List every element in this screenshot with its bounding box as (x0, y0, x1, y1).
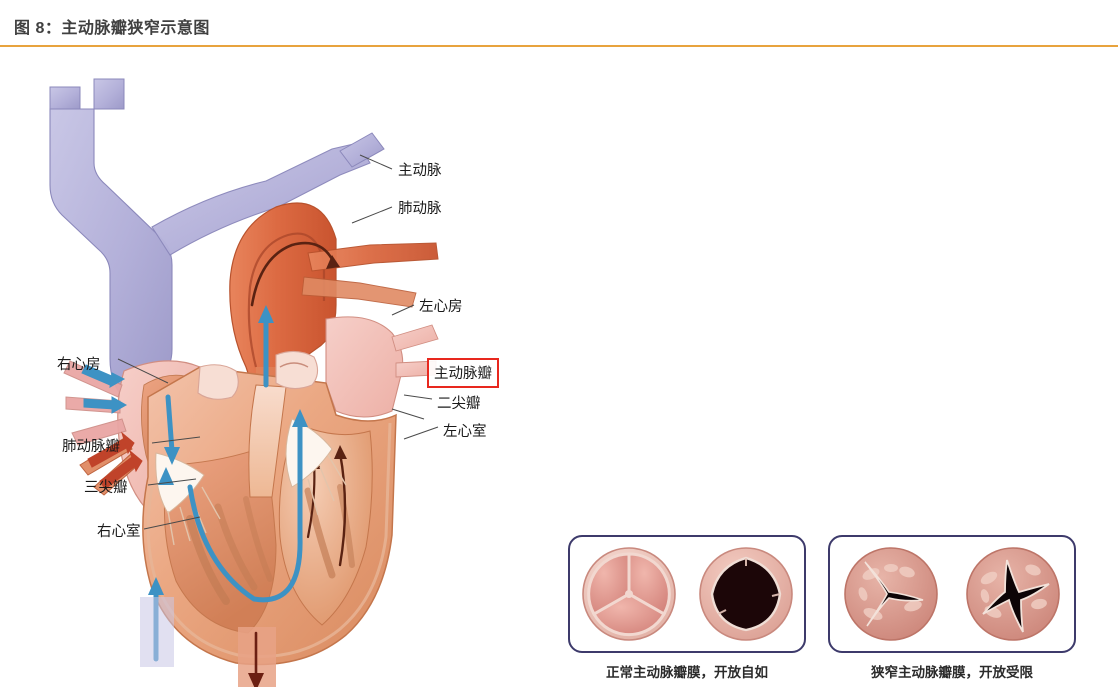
stenotic-valve-slit-icon (844, 547, 938, 641)
anatomy-label-mitral-valve: 二尖瓣 (437, 396, 481, 412)
heart-illustration (40, 67, 440, 687)
anatomy-label-left-atrium: 左心房 (419, 299, 463, 315)
anatomy-label-pulmonary-artery: 肺动脉 (398, 201, 442, 217)
normal-valve-caption: 正常主动脉瓣膜，开放自如 (606, 665, 768, 680)
anatomy-label-right-atrium: 右心房 (57, 357, 101, 373)
normal-valve-panel (568, 535, 806, 653)
anatomy-label-pulmonary-valve: 肺动脉瓣 (62, 439, 120, 455)
title-divider (0, 45, 1118, 47)
descending-aorta-outflow (238, 627, 276, 687)
anatomy-label-left-ventricle: 左心室 (443, 424, 487, 440)
normal-valve-closed-icon (581, 547, 676, 641)
stenotic-valve-caption: 狭窄主动脉瓣膜，开放受限 (871, 665, 1033, 680)
heart-anatomy-svg (49, 78, 439, 687)
figure-stage: 主动脉 肺动脉 左心房 主动脉瓣 二尖瓣 左心室 右心房 肺动脉瓣 三尖瓣 右心… (0, 47, 1118, 692)
anatomy-label-aorta: 主动脉 (398, 163, 442, 179)
left-atrium-group (325, 316, 439, 418)
normal-valve-open-icon (698, 547, 793, 641)
anatomy-label-right-ventricle: 右心室 (97, 524, 141, 540)
anatomy-label-aortic-valve: 主动脉瓣 (427, 358, 499, 388)
stenotic-valve-panel (828, 535, 1076, 653)
page-title: 图 8：主动脉瓣狭窄示意图 (14, 20, 210, 37)
stenotic-valve-open-icon (966, 547, 1060, 641)
anatomy-label-tricuspid-valve: 三尖瓣 (84, 480, 128, 496)
superior-vena-cava-group (49, 78, 385, 400)
